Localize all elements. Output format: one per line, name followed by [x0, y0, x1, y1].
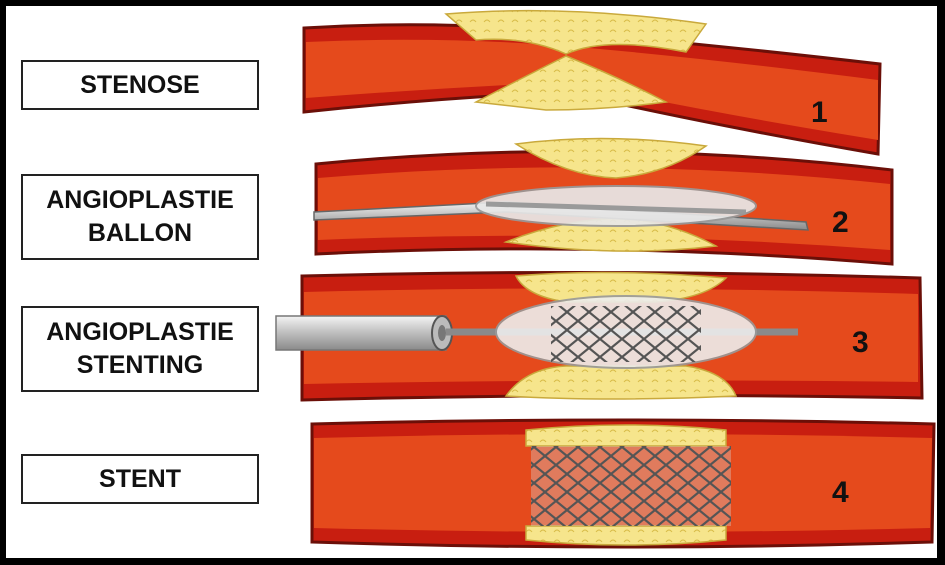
label-stenose: STENOSE: [21, 60, 259, 110]
step-number-3: 3: [852, 326, 869, 359]
vessel-1-stenosis: 1: [304, 11, 880, 154]
label-angioplastie-ballon-line2: BALLON: [88, 217, 192, 250]
label-stenose-text: STENOSE: [80, 69, 199, 102]
label-angioplastie-stenting-line2: STENTING: [77, 349, 203, 382]
label-angioplastie-stenting-line1: ANGIOPLASTIE: [46, 316, 234, 349]
label-stent: STENT: [21, 454, 259, 504]
step-number-4: 4: [832, 476, 849, 509]
vessel-3-stenting: 3: [276, 272, 922, 400]
label-angioplastie-ballon-line1: ANGIOPLASTIE: [46, 184, 234, 217]
step-number-1: 1: [811, 96, 828, 129]
step-number-2: 2: [832, 206, 849, 239]
label-angioplastie-stenting: ANGIOPLASTIE STENTING: [21, 306, 259, 392]
vessel-4-stent: 4: [312, 420, 934, 547]
diagram-frame: 1 2 3: [6, 6, 937, 558]
vessel-2-balloon: 2: [314, 138, 892, 264]
label-angioplastie-ballon: ANGIOPLASTIE BALLON: [21, 174, 259, 260]
label-stent-text: STENT: [99, 463, 181, 496]
